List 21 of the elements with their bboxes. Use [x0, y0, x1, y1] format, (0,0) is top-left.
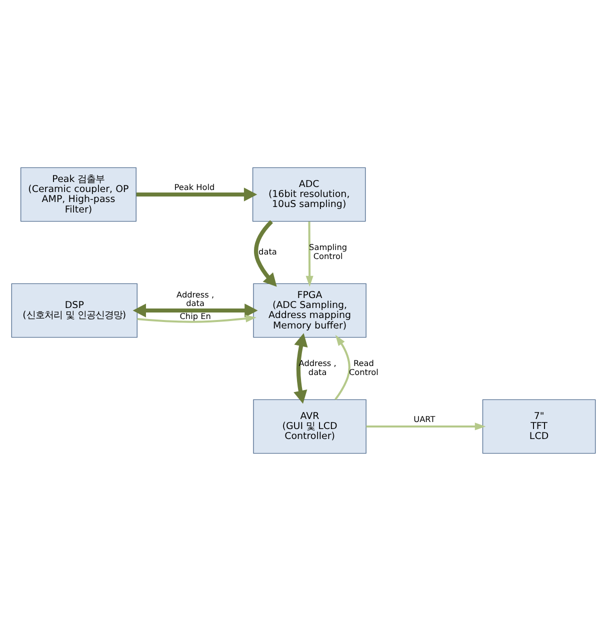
edge-label: UART — [414, 414, 436, 424]
arrow — [366, 422, 486, 430]
arrow — [132, 303, 258, 317]
node-box: FPGA (ADC Sampling, Address mapping Memory buffer) — [253, 282, 366, 338]
arrow — [136, 187, 258, 201]
arrow — [294, 332, 308, 404]
arrow — [254, 220, 277, 286]
edge-label: data — [258, 246, 277, 256]
edge-label: Read Control — [349, 358, 378, 377]
edge-label: Address , data — [176, 288, 214, 308]
node-box: 7" TFT LCD — [482, 398, 596, 454]
edge-label: Sampling Control — [309, 242, 348, 261]
arrow — [334, 334, 350, 400]
edge-label: Chip En — [180, 310, 211, 321]
arrow — [306, 220, 314, 286]
node-box: DSP (신호처리 및 인공신경망) — [11, 282, 138, 338]
node-box: Peak 검출부 (Ceramic coupler, OP AMP, High-pass Filter) — [20, 166, 136, 222]
edge-label: Peak Hold — [174, 182, 215, 192]
arrow — [137, 314, 256, 322]
node-box: AVR (GUI 및 LCD Controller) — [253, 398, 366, 454]
node-box: ADC (16bit resolution, 10uS sampling) — [252, 166, 366, 222]
